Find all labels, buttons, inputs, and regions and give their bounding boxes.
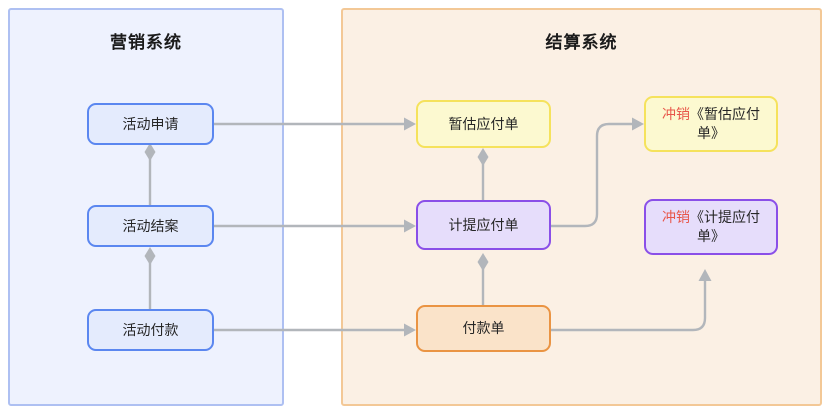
node-activity-payment-label: 活动付款 [122,321,179,338]
node-reverse-estimated-payable-text: 冲销《暂估应付单》 [652,105,770,143]
panel-settlement-title: 结算系统 [545,33,618,52]
node-accrued-payable[interactable]: 计提应付单 [416,200,551,250]
panel-marketing-title: 营销系统 [110,33,182,52]
node-reverse-accrued-payable[interactable]: 冲销《计提应付单》 [644,199,778,255]
node-reverse-estimated-payable-rest: 《暂估应付单》 [690,106,760,141]
node-reverse-accrued-payable-rest: 《计提应付单》 [690,209,760,244]
node-accrued-payable-label: 计提应付单 [448,216,519,233]
node-payment-voucher-label: 付款单 [462,320,505,337]
node-reverse-accrued-payable-text: 冲销《计提应付单》 [652,208,770,246]
node-payment-voucher[interactable]: 付款单 [416,305,551,352]
node-activity-payment[interactable]: 活动付款 [87,309,214,351]
node-activity-application[interactable]: 活动申请 [87,103,214,145]
node-reverse-estimated-payable[interactable]: 冲销《暂估应付单》 [644,96,778,152]
node-activity-application-label: 活动申请 [122,115,179,132]
node-activity-closing-label: 活动结案 [122,217,179,234]
node-estimated-payable[interactable]: 暂估应付单 [416,100,551,148]
node-activity-closing[interactable]: 活动结案 [87,205,214,247]
node-reverse-accrued-payable-prefix: 冲销 [662,209,690,226]
node-reverse-estimated-payable-prefix: 冲销 [662,106,690,123]
node-estimated-payable-label: 暂估应付单 [448,115,519,132]
